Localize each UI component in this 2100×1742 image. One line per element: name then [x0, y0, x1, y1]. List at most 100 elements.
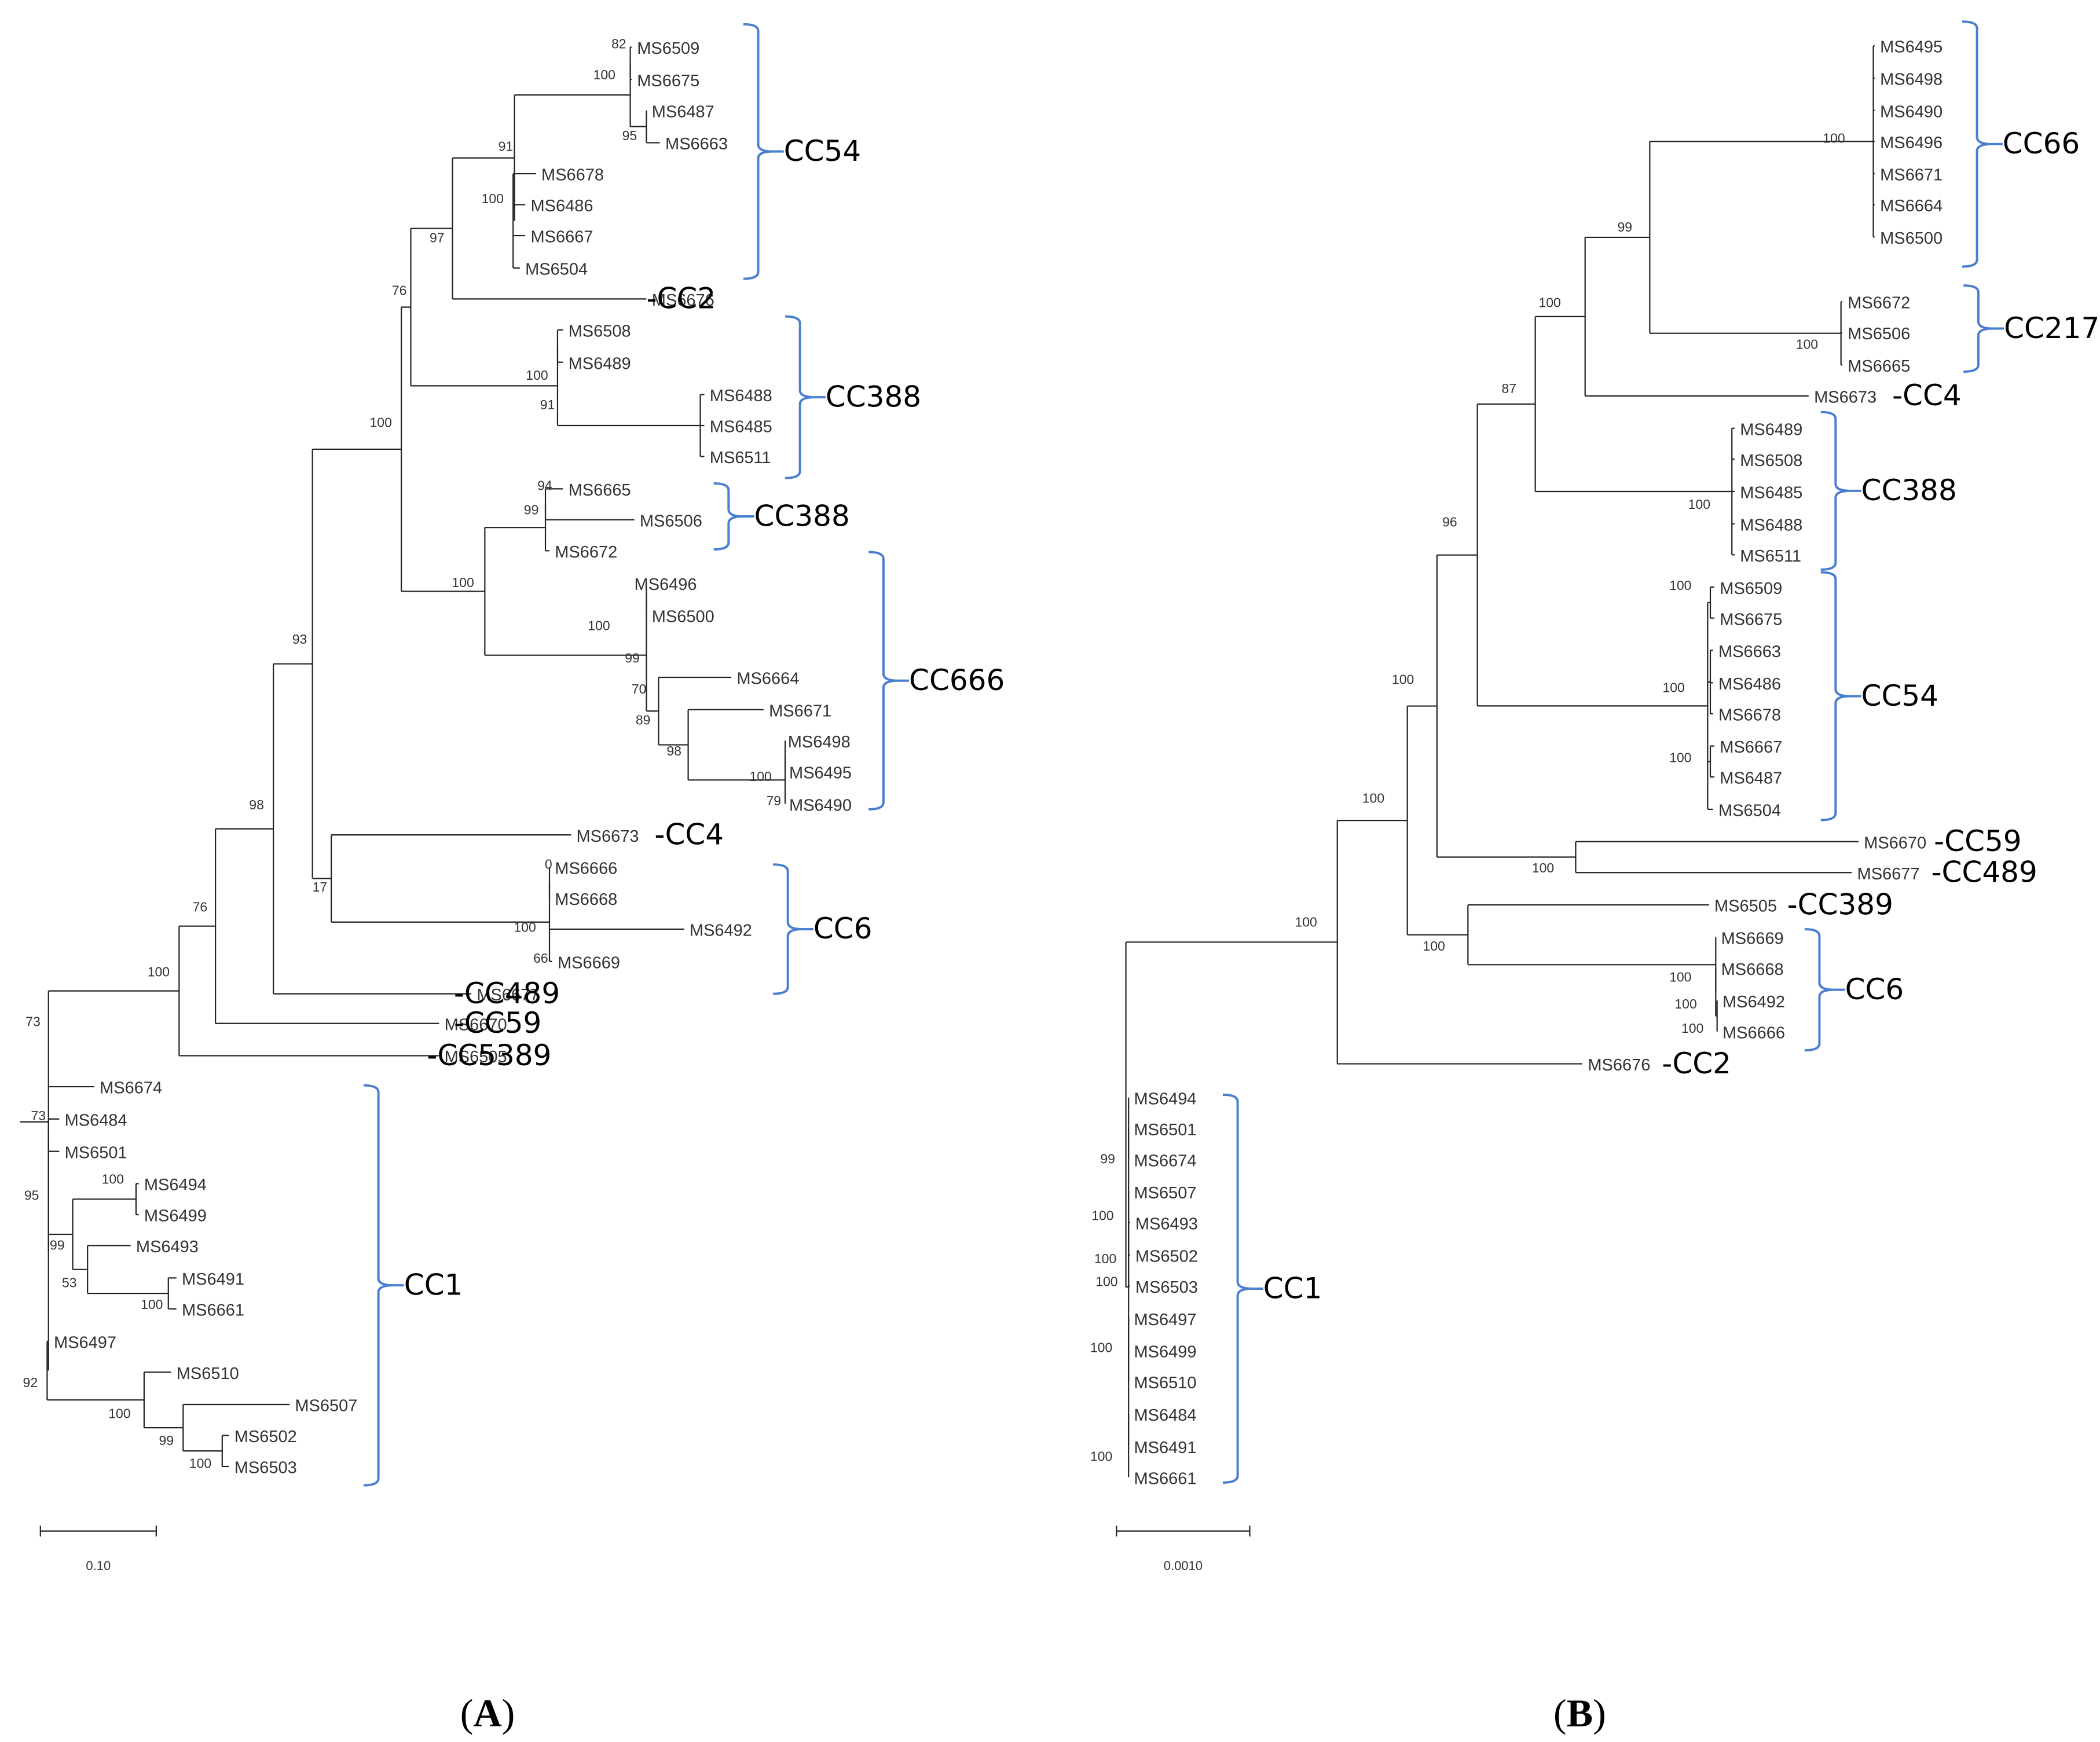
- panel-label: (B): [1553, 1691, 1606, 1735]
- bootstrap-value: 100: [1362, 790, 1384, 805]
- clonal-complex-label: -CC2: [646, 282, 716, 316]
- clade-brace: [1804, 927, 1835, 1052]
- leaf-label: MS6494: [1134, 1090, 1196, 1108]
- bootstrap-value: 97: [430, 230, 445, 245]
- bootstrap-value: 100: [1823, 131, 1845, 146]
- leaf-label: MS6492: [1722, 993, 1785, 1011]
- bootstrap-value: 100: [526, 368, 548, 383]
- clonal-complex-label: CC1: [404, 1268, 463, 1301]
- leaf-label: MS6490: [789, 796, 852, 815]
- leaf-label: MS6669: [1721, 930, 1784, 948]
- leaf-label: MS6664: [736, 670, 799, 688]
- bootstrap-value: 0: [545, 856, 552, 871]
- leaf-label: MS6495: [789, 764, 852, 782]
- clonal-complex-label: -CC5389: [427, 1039, 551, 1072]
- clonal-complex-label: CC666: [909, 663, 1005, 697]
- bootstrap-value: 100: [1681, 1021, 1703, 1036]
- leaf-label: MS6485: [1740, 484, 1802, 503]
- scale-label: 0.0010: [1164, 1558, 1203, 1573]
- bootstrap-value: 98: [249, 797, 264, 812]
- leaf-label: MS6510: [1134, 1374, 1196, 1392]
- leaf-label: MS6487: [1720, 769, 1782, 788]
- bootstrap-value: 100: [1662, 680, 1684, 695]
- leaf-label: MS6677: [477, 986, 539, 1004]
- leaf-label: MS6670: [1864, 834, 1926, 852]
- leaf-label: MS6490: [1880, 102, 1943, 121]
- leaf-label: MS6663: [1718, 643, 1781, 661]
- leaf-label: MS6488: [1740, 516, 1802, 534]
- leaf-label: MS6675: [1720, 610, 1782, 629]
- leaf-label: MS6676: [652, 291, 714, 310]
- bootstrap-value: 100: [369, 415, 391, 430]
- leaf-label: MS6493: [136, 1238, 199, 1256]
- bootstrap-value: 100: [148, 964, 170, 979]
- leaf-label: MS6674: [1134, 1151, 1196, 1170]
- leaf-label: MS6503: [234, 1459, 297, 1477]
- leaf-label: MS6506: [640, 512, 702, 530]
- bootstrap-value: 17: [313, 879, 328, 894]
- leaf-label: MS6484: [65, 1112, 127, 1130]
- leaf-label: MS6505: [445, 1048, 507, 1066]
- leaf-label: MS6499: [1134, 1343, 1196, 1362]
- leaf-label: MS6486: [530, 197, 593, 215]
- clonal-complex-label: CC54: [1861, 679, 1938, 713]
- clonal-complex-label: CC388: [826, 380, 921, 413]
- leaf-label: MS6497: [1134, 1311, 1196, 1329]
- clade-brace: [713, 482, 743, 551]
- clonal-complex-label: CC6: [813, 912, 873, 945]
- leaf-label: MS6671: [769, 702, 831, 720]
- bootstrap-value: 100: [1669, 970, 1691, 985]
- panel-label: (A): [460, 1691, 515, 1735]
- clonal-complex-label: CC388: [1861, 474, 1957, 507]
- bootstrap-value: 100: [1095, 1274, 1117, 1289]
- bootstrap-value: 100: [102, 1172, 124, 1187]
- bootstrap-value: 53: [62, 1275, 77, 1290]
- bootstrap-value: 100: [593, 67, 615, 82]
- leaf-label: MS6511: [1740, 547, 1801, 566]
- leaf-label: MS6504: [525, 261, 588, 279]
- leaf-label: MS6500: [652, 608, 714, 626]
- leaf-label: MS6669: [558, 953, 620, 972]
- clonal-complex-label: CC217: [2004, 311, 2099, 345]
- leaf-label: MS6661: [182, 1301, 244, 1320]
- leaf-label: MS6674: [100, 1079, 162, 1098]
- leaf-label: MS6502: [1135, 1247, 1198, 1266]
- clonal-complex-label: CC54: [784, 134, 861, 168]
- bootstrap-value: 100: [1392, 672, 1414, 687]
- leaf-label: MS6508: [569, 322, 631, 341]
- leaf-label: MS6670: [445, 1015, 507, 1034]
- leaf-label: MS6506: [1848, 325, 1910, 343]
- leaf-label: MS6672: [1848, 294, 1910, 313]
- bootstrap-value: 100: [452, 575, 474, 590]
- bootstrap-value: 99: [524, 503, 539, 518]
- leaf-label: MS6667: [1720, 738, 1782, 757]
- clonal-complex-label: -CC489: [454, 977, 560, 1010]
- clonal-complex-label: -CC4: [654, 817, 724, 851]
- bootstrap-value: 95: [622, 128, 637, 143]
- bootstrap-value: 100: [1091, 1208, 1113, 1223]
- clonal-complex-label: -CC2: [1662, 1047, 1731, 1080]
- bootstrap-value: 99: [1100, 1151, 1115, 1167]
- leaf-label: MS6672: [555, 543, 617, 562]
- leaf-label: MS6496: [635, 575, 697, 594]
- clade-brace: [1222, 1094, 1253, 1484]
- bootstrap-value: 99: [1618, 219, 1633, 234]
- leaf-label: MS6503: [1135, 1278, 1198, 1297]
- leaf-label: MS6498: [1880, 71, 1943, 89]
- leaf-label: MS6497: [54, 1333, 116, 1352]
- panel-a-tree: MS6509MS6675MS6487MS6663MS6678MS6486MS66…: [20, 23, 1005, 1573]
- bootstrap-value: 100: [588, 618, 610, 633]
- clade-brace: [1820, 410, 1850, 571]
- clade-brace: [868, 551, 899, 811]
- leaf-label: MS6508: [1740, 452, 1802, 470]
- leaf-label: MS6485: [710, 418, 772, 437]
- clade-brace: [1962, 20, 1992, 268]
- bootstrap-value: 100: [1796, 336, 1818, 351]
- bootstrap-value: 100: [1094, 1251, 1116, 1266]
- bootstrap-value: 100: [482, 191, 504, 206]
- leaf-label: MS6678: [1718, 706, 1781, 724]
- leaf-label: MS6484: [1134, 1406, 1196, 1425]
- clade-brace: [743, 23, 774, 280]
- leaf-label: MS6663: [665, 135, 728, 153]
